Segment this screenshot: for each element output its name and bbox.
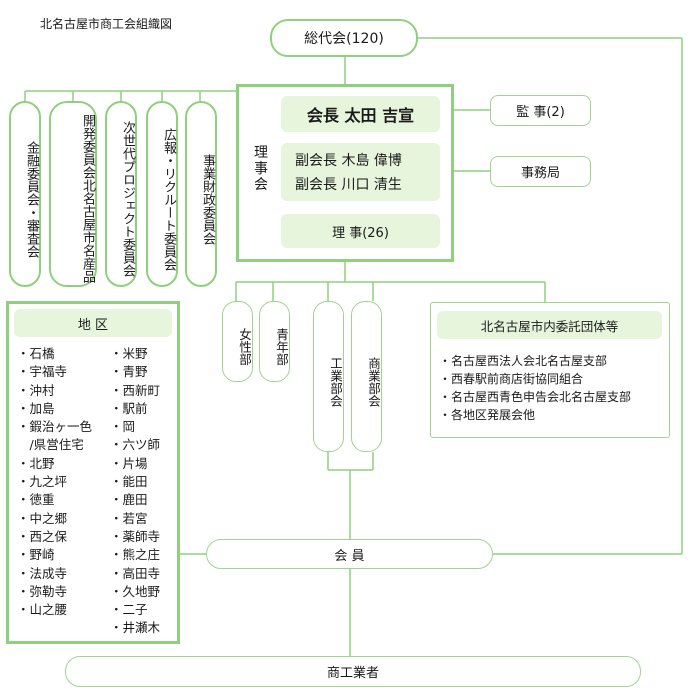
district-item: ・鍜治ヶ一色 [17, 419, 93, 435]
district-item: /県営住宅 [17, 437, 84, 453]
district-item: ・中之郷 [17, 510, 68, 526]
district-item: ・六ツ師 [110, 437, 161, 453]
auditors-box: 監 事(2) [490, 95, 591, 126]
businesses-box: 商工業者 [65, 656, 641, 687]
commissioned-list: ・名古屋西法人会北名古屋支部 ・西春駅前商店街協同組合 ・名古屋西青色申告会北名… [439, 352, 631, 424]
district-item: ・宇福寺 [17, 364, 68, 380]
district-item: ・薬師寺 [110, 528, 161, 544]
directors: 理 事(26) [281, 214, 440, 248]
dept-commerce: 商業部会 [351, 301, 382, 452]
district-item: ・若宮 [110, 510, 148, 526]
district-item: ・西之保 [17, 528, 68, 544]
district-item: ・青野 [110, 364, 148, 380]
dept-youth: 青年部 [259, 301, 290, 382]
district-item: ・井瀬木 [110, 620, 161, 636]
district-item: ・岡 [110, 419, 136, 435]
district-item: ・二子 [110, 602, 148, 618]
district-col-2: ・米野 ・青野 ・西新町 ・駅前 ・岡 ・六ツ師 ・片場 ・能田 ・鹿田 ・若宮… [110, 345, 160, 638]
chart-title: 北名古屋市商工会組織図 [40, 17, 173, 31]
district-item: ・加島 [17, 400, 55, 416]
district-box: 地 区 ・石橋 ・宇福寺 ・沖村 ・加島 ・鍜治ヶ一色 /県営住宅 ・北野 ・九… [6, 301, 180, 644]
board-label: 理事会 [254, 145, 268, 193]
board-box: 理事会 会長 太田 吉宣 副会長 木島 偉博 副会長 川口 清生 理 事(26) [236, 84, 454, 262]
district-item: ・徳重 [17, 492, 55, 508]
president: 会長 太田 吉宣 [281, 96, 440, 132]
district-item: ・山之腰 [17, 602, 68, 618]
commissioned-item: ・名古屋西法人会北名古屋支部 [439, 354, 608, 368]
committee-next-generation: 次世代プロジェクト委員会 [105, 101, 137, 287]
district-item: ・法成寺 [17, 565, 68, 581]
secretariat-box: 事務局 [490, 156, 591, 187]
committee-finance: 金融委員会・審査会 [9, 101, 41, 287]
commissioned-item: ・名古屋西青色申告会北名古屋支部 [439, 390, 632, 404]
commissioned-item: ・西春駅前商店街協同組合 [439, 372, 584, 386]
commissioned-header: 北名古屋市内委託団体等 [437, 311, 662, 339]
district-item: ・九之坪 [17, 474, 68, 490]
district-item: ・熊之庄 [110, 547, 161, 563]
district-item: ・鹿田 [110, 492, 148, 508]
vice-president-1: 副会長 木島 偉博 [295, 153, 402, 169]
committee-business-finance: 事業財政委員会 [185, 101, 217, 287]
district-item: ・米野 [110, 346, 148, 361]
district-item: ・北野 [17, 455, 55, 471]
committee-pr-recruit: 広報・リクルート委員会 [146, 101, 178, 287]
district-header: 地 区 [14, 309, 172, 337]
district-item: ・久地野 [110, 583, 161, 599]
district-item: ・沖村 [17, 382, 55, 398]
dept-women: 女性部 [222, 301, 253, 382]
members-box: 会 員 [206, 539, 493, 569]
district-item: ・野崎 [17, 547, 55, 563]
vice-president-2: 副会長 川口 清生 [295, 177, 402, 193]
district-item: ・弥勒寺 [17, 583, 68, 599]
district-item: ・片場 [110, 455, 148, 471]
vice-presidents: 副会長 木島 偉博 副会長 川口 清生 [281, 143, 440, 201]
commissioned-item: ・各地区発展会他 [439, 408, 536, 422]
district-item: ・西新町 [110, 382, 161, 398]
district-item: ・高田寺 [110, 565, 161, 581]
district-item: ・石橋 [17, 346, 55, 361]
district-item: ・能田 [110, 474, 148, 490]
district-item: ・駅前 [110, 400, 148, 416]
dept-industry: 工業部会 [313, 301, 344, 452]
committee-development: 開発委員会北名古屋市名産品 [49, 101, 97, 287]
general-meeting-box: 総代会(120) [270, 19, 418, 57]
commissioned-box: 北名古屋市内委託団体等 ・名古屋西法人会北名古屋支部 ・西春駅前商店街協同組合 … [430, 302, 670, 438]
district-col-1: ・石橋 ・宇福寺 ・沖村 ・加島 ・鍜治ヶ一色 /県営住宅 ・北野 ・九之坪 ・… [17, 345, 92, 619]
